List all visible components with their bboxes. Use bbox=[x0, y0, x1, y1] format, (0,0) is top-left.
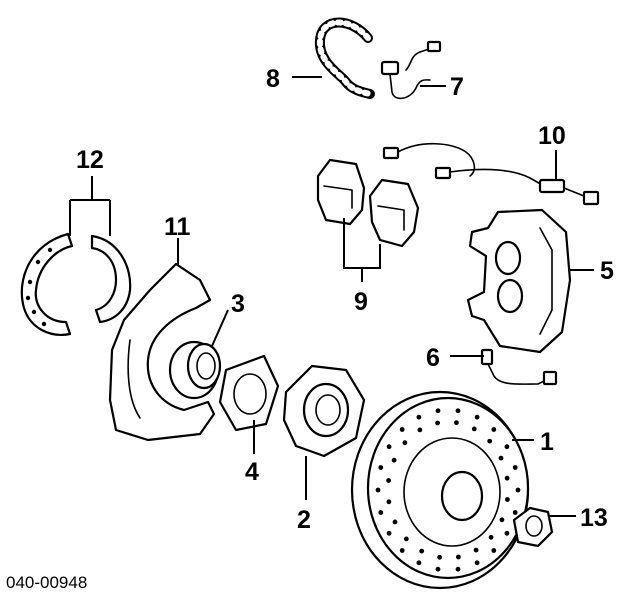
rotor-drill-holes bbox=[375, 408, 521, 572]
callout-7: 7 bbox=[450, 73, 464, 101]
rotor-hole bbox=[386, 478, 391, 483]
rotor-hole bbox=[505, 497, 510, 502]
callout-1: 1 bbox=[540, 428, 554, 456]
part-hose bbox=[314, 17, 375, 99]
part-brake-shoes bbox=[20, 232, 132, 336]
part-brake-line bbox=[480, 348, 558, 386]
rotor-hole bbox=[437, 554, 442, 560]
rotor-hole bbox=[419, 548, 425, 554]
rotor-hole bbox=[403, 536, 409, 542]
callout-13: 13 bbox=[580, 504, 608, 532]
part-dust-shield bbox=[108, 262, 216, 442]
rotor-hole bbox=[378, 510, 384, 515]
part-caliper bbox=[466, 208, 572, 354]
callout-8: 8 bbox=[266, 65, 280, 93]
rotor-hole bbox=[471, 426, 477, 432]
rotor-hole bbox=[474, 414, 480, 420]
rotor-hole bbox=[504, 444, 510, 450]
callout-leaders bbox=[69, 76, 594, 517]
rotor-hole bbox=[375, 487, 381, 493]
rotor-hole bbox=[435, 566, 441, 572]
rotor-hole bbox=[512, 510, 518, 515]
part-nut bbox=[512, 506, 554, 548]
rotor-hole bbox=[435, 408, 441, 414]
callout-6: 6 bbox=[426, 344, 440, 372]
part-gasket bbox=[218, 354, 280, 432]
part-sensor-wire bbox=[380, 40, 442, 100]
rotor-hole bbox=[417, 427, 423, 433]
reference-code: 040-00948 bbox=[6, 573, 87, 592]
rotor-hole bbox=[378, 465, 384, 470]
rotor-hole bbox=[512, 465, 518, 470]
rotor-hole bbox=[487, 438, 493, 444]
callout-3: 3 bbox=[231, 290, 245, 318]
rotor-hole bbox=[392, 519, 398, 525]
rotor-hole bbox=[386, 444, 392, 450]
rotor-hole bbox=[498, 455, 504, 461]
callout-10: 10 bbox=[538, 122, 566, 150]
part-rotor bbox=[350, 390, 530, 590]
rotor-hole bbox=[491, 427, 497, 432]
rotor-hole bbox=[435, 420, 440, 426]
rotor-hole bbox=[399, 427, 405, 432]
rotor-hole bbox=[455, 566, 461, 572]
rotor-hole bbox=[402, 440, 408, 446]
rotor-hole bbox=[504, 530, 510, 536]
rotor-hole bbox=[454, 420, 459, 426]
callout-5: 5 bbox=[600, 257, 614, 285]
rotor-hole bbox=[416, 414, 422, 420]
rotor-hole bbox=[386, 499, 392, 505]
rotor-hole bbox=[499, 517, 505, 523]
callout-11: 11 bbox=[164, 213, 191, 241]
rotor-hole bbox=[456, 554, 461, 560]
part-bearing bbox=[168, 340, 222, 400]
rotor-hole bbox=[386, 530, 392, 536]
rotor-hole bbox=[399, 548, 405, 553]
rotor-hole bbox=[488, 534, 494, 540]
rotor-hole bbox=[455, 408, 461, 414]
callout-2: 2 bbox=[297, 506, 311, 534]
part-sensor-cable bbox=[382, 142, 600, 206]
part-hub bbox=[282, 364, 366, 458]
callout-12: 12 bbox=[76, 146, 104, 174]
rotor-hole bbox=[416, 560, 422, 566]
callout-9: 9 bbox=[354, 288, 368, 316]
rotor-hole bbox=[504, 475, 510, 481]
rotor-hole bbox=[515, 487, 521, 493]
rotor-hole bbox=[391, 457, 397, 463]
rotor-hole bbox=[474, 560, 480, 566]
rotor-hole bbox=[473, 547, 479, 553]
part-brake-pads bbox=[316, 158, 420, 248]
rotor-hole bbox=[491, 548, 497, 553]
callout-4: 4 bbox=[245, 458, 259, 486]
